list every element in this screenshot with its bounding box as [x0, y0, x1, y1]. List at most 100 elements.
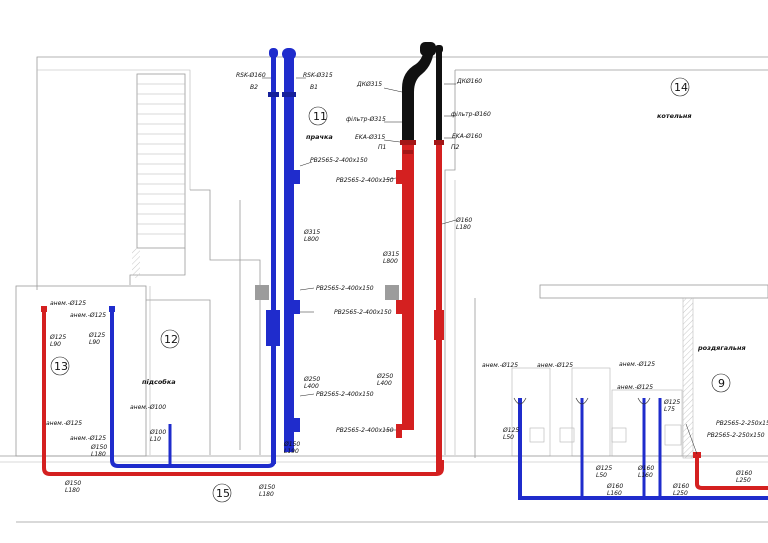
label-eka160: EKA-Ø160 — [452, 133, 482, 140]
extract-main-horizontal — [110, 310, 276, 468]
label-d150-b1: Ø150 — [283, 441, 300, 448]
label-d250-b1: Ø250 — [303, 376, 320, 383]
extract-riser-b2 — [271, 54, 276, 464]
label-d315-b1: Ø315 — [303, 229, 320, 236]
labels: RSK-Ø160 RSK-Ø315 В2 В1 ДКØ315 ДКØ160 фі… — [46, 72, 768, 498]
label-d160-9c: Ø160 — [672, 483, 689, 490]
svg-text:12: 12 — [164, 333, 178, 346]
label-anem-9c: анем.-Ø125 — [619, 361, 655, 368]
label-grille250-b: PB2565-2-250x150 — [707, 432, 765, 439]
label-l250-9c: L250 — [673, 490, 688, 497]
label-l50-9b: L50 — [503, 434, 514, 441]
room-tag-9: 9 роздягальня — [697, 344, 746, 393]
label-d100: Ø100 — [149, 429, 166, 436]
label-l50-9c: L50 — [596, 472, 607, 479]
room-tag-11: 11 прачка — [306, 106, 333, 141]
room-tag-14: 14 котельня — [657, 77, 692, 120]
extract-riser-b1 — [284, 56, 294, 452]
svg-text:13: 13 — [54, 360, 68, 373]
supply-main-horizontal — [42, 308, 444, 476]
room-name-13: підсобка — [142, 378, 176, 386]
label-l10: L10 — [150, 436, 161, 443]
label-d125-13b: Ø125 — [88, 332, 105, 339]
label-grille250-a: PB2565-2-250x150 — [716, 420, 768, 427]
svg-text:11: 11 — [313, 110, 327, 123]
label-b1: В1 — [310, 84, 318, 91]
label-grille-b1-3: PB2565-2-400x150 — [316, 391, 374, 398]
label-d150-bottom-mid: Ø150 — [258, 484, 275, 491]
label-anem-13c: анем.-Ø125 — [46, 420, 82, 427]
label-l180-bottom-left: L180 — [65, 487, 80, 494]
supply-grille-3 — [396, 424, 402, 438]
label-l180-bottom-mid: L180 — [259, 491, 274, 498]
label-d125-13a: Ø125 — [49, 334, 66, 341]
supply-grille-2 — [396, 300, 402, 314]
label-d125-9b: Ø125 — [502, 427, 519, 434]
room-tags: 11 прачка 12 13 підсобка 14 котельня 15 … — [50, 77, 746, 503]
label-p2: П2 — [451, 144, 460, 151]
label-grille-b1-2: PB2565-2-400x150 — [316, 285, 374, 292]
label-l800-b1: L800 — [304, 236, 319, 243]
label-d125-9c: Ø125 — [595, 465, 612, 472]
label-l250-9d: L250 — [736, 477, 751, 484]
label-d125-9a: Ø125 — [663, 399, 680, 406]
leader-lines — [262, 77, 698, 455]
label-l190-b1: L190 — [284, 448, 299, 455]
label-grille-p1-1: PB2565-2-400x150 — [336, 177, 394, 184]
extract-grille-2 — [294, 300, 300, 314]
supply-grille-1 — [396, 170, 402, 184]
svg-text:9: 9 — [718, 377, 725, 390]
label-dk160: ДКØ160 — [456, 78, 482, 85]
label-l90-13b: L90 — [89, 339, 100, 346]
label-l180-13: L180 — [91, 451, 106, 458]
label-l800-p1: L800 — [383, 258, 398, 265]
label-d150-bottom-left: Ø150 — [64, 480, 81, 487]
room-name-9: роздягальня — [697, 344, 746, 352]
extract-grille-1 — [294, 170, 300, 184]
insulated-intake-p2 — [436, 48, 442, 140]
label-d250-p1: Ø250 — [376, 373, 393, 380]
insulated-intake-p1 — [402, 46, 434, 140]
label-anem-9a: анем.-Ø125 — [482, 362, 518, 369]
label-l400-b1: L400 — [304, 383, 319, 390]
supply-duct-system — [41, 42, 768, 490]
label-filter315: фільтр-Ø315 — [346, 116, 386, 123]
svg-text:14: 14 — [674, 81, 688, 94]
label-anem-9b: анем.-Ø125 — [537, 362, 573, 369]
room-name-11: прачка — [306, 133, 333, 141]
label-l400-p1: L400 — [377, 380, 392, 387]
label-anem-13b: анем.-Ø125 — [70, 312, 106, 319]
room-tag-15: 15 — [212, 483, 232, 503]
label-grille-p1-2: PB2565-2-400x150 — [334, 309, 392, 316]
label-d315-p1: Ø315 — [382, 251, 399, 258]
supply-branch-room9 — [695, 454, 768, 490]
room-tag-13: 13 підсобка — [50, 356, 176, 386]
label-anem-9d: анем.-Ø125 — [617, 384, 653, 391]
supply-riser-p1 — [402, 102, 414, 430]
room-name-14: котельня — [657, 112, 692, 120]
svg-text:15: 15 — [216, 487, 230, 500]
label-grille-p1-3: PB2565-2-400x150 — [336, 427, 394, 434]
label-dk315: ДКØ315 — [356, 81, 382, 88]
label-d160-9a: Ø160 — [637, 465, 654, 472]
room-tag-12: 12 — [160, 329, 180, 349]
label-anem-13a: анем.-Ø125 — [50, 300, 86, 307]
label-l150-9a: L160 — [638, 472, 653, 479]
label-l180-p2: L180 — [456, 224, 471, 231]
label-filter160: фільтр-Ø160 — [451, 111, 491, 118]
label-rsk315: RSK-Ø315 — [303, 72, 333, 79]
extract-branch-room9 — [518, 398, 768, 500]
label-anem100: анем.-Ø100 — [130, 404, 166, 411]
label-anem-13d: анем.-Ø125 — [70, 435, 106, 442]
label-d160-9b: Ø160 — [606, 483, 623, 490]
label-rsk160: RSK-Ø160 — [236, 72, 266, 79]
label-eka315: EKA-Ø315 — [355, 134, 385, 141]
building-walls — [0, 56, 768, 523]
supply-riser-p2 — [436, 102, 442, 472]
label-l75-9a: L75 — [664, 406, 675, 413]
label-l90-13a: L90 — [50, 341, 61, 348]
label-l160-9b: L160 — [607, 490, 622, 497]
extract-duct-system — [109, 48, 768, 500]
label-d150-13: Ø150 — [90, 444, 107, 451]
